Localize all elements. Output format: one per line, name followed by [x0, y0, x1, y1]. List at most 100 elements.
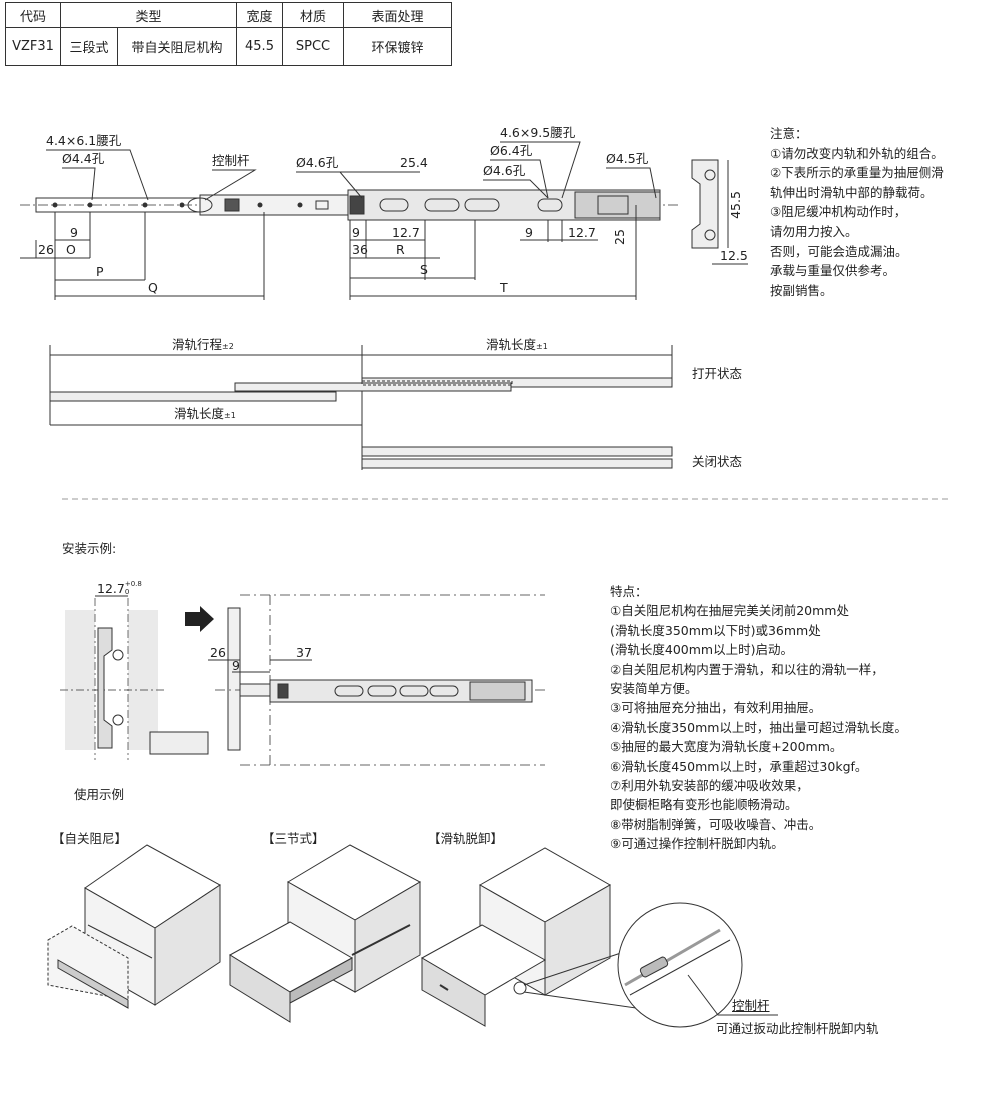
install-26-label: 26 — [210, 645, 226, 660]
length-tolerance: ±1 — [224, 411, 236, 420]
feature-line: ⑧带树脂制弹簧，可吸收噪音、冲击。 — [610, 816, 822, 832]
leader-hole-44 — [62, 167, 96, 201]
label-dim-P: P — [96, 264, 104, 279]
open-hidden-part — [361, 380, 513, 386]
travel-label-text: 滑轨行程 — [172, 337, 223, 352]
feature-line: ⑥滑轨长度450mm以上时，承重超过30kgf。 — [610, 758, 868, 774]
leader-hole-45 — [606, 167, 657, 199]
notes-line: 否则，可能会造成漏油。 — [770, 243, 908, 259]
label-hole-44: Ø4.4孔 — [62, 151, 105, 166]
travel-tolerance: ±2 — [222, 342, 234, 351]
spec-table-header-row: 代码 类型 宽度 材质 表面处理 — [5, 2, 452, 28]
feature-line: ④滑轨长度350mm以上时，抽出量可超过滑轨长度。 — [610, 719, 907, 735]
example-self-closing-label: 【自关阻尼】 — [52, 831, 128, 846]
label-dim-254: 25.4 — [400, 155, 428, 170]
features-title: 特点： — [610, 584, 648, 599]
feature-line: 安装简单方便。 — [610, 681, 698, 697]
drawer-front — [227, 607, 241, 751]
notes-line: 请勿用力按入。 — [770, 223, 858, 239]
install-inner-rail — [239, 683, 271, 697]
length-tolerance: ±1 — [536, 342, 548, 351]
length-label-top: 滑轨长度±1 — [486, 336, 548, 356]
length-label-text: 滑轨长度 — [174, 406, 225, 421]
feature-line: ⑦利用外轨安装部的缓冲吸收效果， — [610, 778, 809, 794]
cell-width: 45.5 — [236, 27, 283, 66]
side-profile-bolt-bottom — [704, 229, 716, 241]
lever-block — [224, 198, 240, 212]
header-finish: 表面处理 — [343, 2, 452, 28]
hole-2 — [87, 202, 93, 208]
label-waist-hole-small: 4.4×6.1腰孔 — [46, 133, 122, 148]
cabinet-self-closing — [47, 844, 221, 1009]
label-hole-64: Ø6.4孔 — [490, 143, 533, 158]
label-hole-46-a: Ø4.6孔 — [296, 155, 339, 170]
notes-line: 承载与重量仅供参考。 — [770, 263, 896, 279]
closed-inner-rail — [361, 458, 673, 469]
install-dim-127-value: 12.7 — [97, 581, 125, 596]
label-dim-O: O — [66, 242, 76, 257]
cell-type-a: 三段式 — [60, 27, 118, 66]
small-slot — [315, 200, 329, 210]
label-dim-125: 12.5 — [720, 248, 748, 263]
leader-hole-64 — [490, 159, 549, 199]
length-label-text: 滑轨长度 — [486, 337, 537, 352]
cabinet-wall-right — [128, 610, 158, 750]
label-dim-25: 25 — [611, 229, 627, 245]
install-slot-2 — [367, 685, 397, 697]
notes-block: 注意： ①请勿改变内轨和外轨的组合。 ②下表所示的承重量为抽屉侧滑 轨伸出时滑轨… — [770, 124, 944, 300]
label-dim-9c: 9 — [525, 225, 533, 240]
label-dim-36: 36 — [352, 242, 368, 257]
length-label-bottom: 滑轨长度±1 — [174, 405, 236, 425]
label-dim-9b: 9 — [352, 225, 360, 240]
lever-label: 控制杆 — [732, 998, 770, 1013]
label-hole-46-b: Ø4.6孔 — [483, 163, 526, 178]
cell-type-b: 带自关阻尼机构 — [117, 27, 237, 66]
notes-line: 轨伸出时滑轨中部的静载荷。 — [770, 184, 933, 200]
tolerance-zero: 0 — [124, 588, 130, 596]
label-dim-Q: Q — [148, 280, 158, 295]
hole-3 — [142, 202, 148, 208]
detail-lever — [639, 956, 669, 978]
features-block: 特点： ①自关阻尼机构在抽屉完美关闭前20mm处 (滑轨长度350mm以下时)或… — [610, 582, 907, 854]
open-middle-rail — [234, 382, 512, 392]
detail-leader-top — [523, 949, 631, 986]
hole-6 — [297, 202, 303, 208]
hole-4 — [179, 202, 185, 208]
install-bolt-bottom — [112, 714, 124, 726]
usage-label: 使用示例 — [74, 787, 125, 802]
side-profile — [691, 159, 719, 249]
install-37-label: 37 — [296, 645, 312, 660]
feature-line: ①自关阻尼机构在抽屉完美关闭前20mm处 — [610, 603, 849, 619]
label-dim-R: R — [396, 242, 405, 257]
notes-line: ③阻尼缓冲机构动作时， — [770, 204, 907, 220]
hole-5 — [257, 202, 263, 208]
spec-table-row: VZF31 三段式 带自关阻尼机构 45.5 SPCC 环保镀锌 — [5, 27, 452, 66]
feature-line: 即使橱柜略有变形也能顺畅滑动。 — [610, 797, 798, 813]
detail-leader-bottom — [523, 991, 651, 1011]
cell-material: SPCC — [282, 27, 344, 66]
notes-line: 按副销售。 — [770, 282, 833, 298]
cabinet-detachable — [420, 847, 778, 1028]
label-dim-127b: 12.7 — [568, 225, 596, 240]
arrow-right-icon — [185, 606, 214, 632]
install-slot-4 — [429, 685, 459, 697]
feature-line: ③可将抽屉充分抽出，有效利用抽屉。 — [610, 700, 822, 716]
label-dim-9a: 9 — [70, 225, 78, 240]
slot-2 — [464, 198, 500, 212]
slot-1 — [424, 198, 460, 212]
feature-line: ⑤抽屉的最大宽度为滑轨长度+200mm。 — [610, 739, 843, 755]
tolerance-plus: +0.8 — [124, 580, 142, 588]
feature-line: ⑨可通过操作控制杆脱卸内轨。 — [610, 836, 784, 852]
feature-line: (滑轨长度350mm以下时)或36mm处 — [610, 622, 821, 638]
leader-waist-large — [500, 141, 581, 199]
notes-line: ②下表所示的承重量为抽屉侧滑 — [770, 165, 944, 181]
label-dim-26: 26 — [38, 242, 54, 257]
header-type: 类型 — [60, 2, 237, 28]
install-title: 安装示例: — [62, 541, 117, 556]
install-damper — [469, 681, 526, 701]
travel-label: 滑轨行程±2 — [172, 336, 234, 356]
label-waist-hole-large: 4.6×9.5腰孔 — [500, 125, 576, 140]
notes-title: 注意： — [770, 126, 808, 141]
